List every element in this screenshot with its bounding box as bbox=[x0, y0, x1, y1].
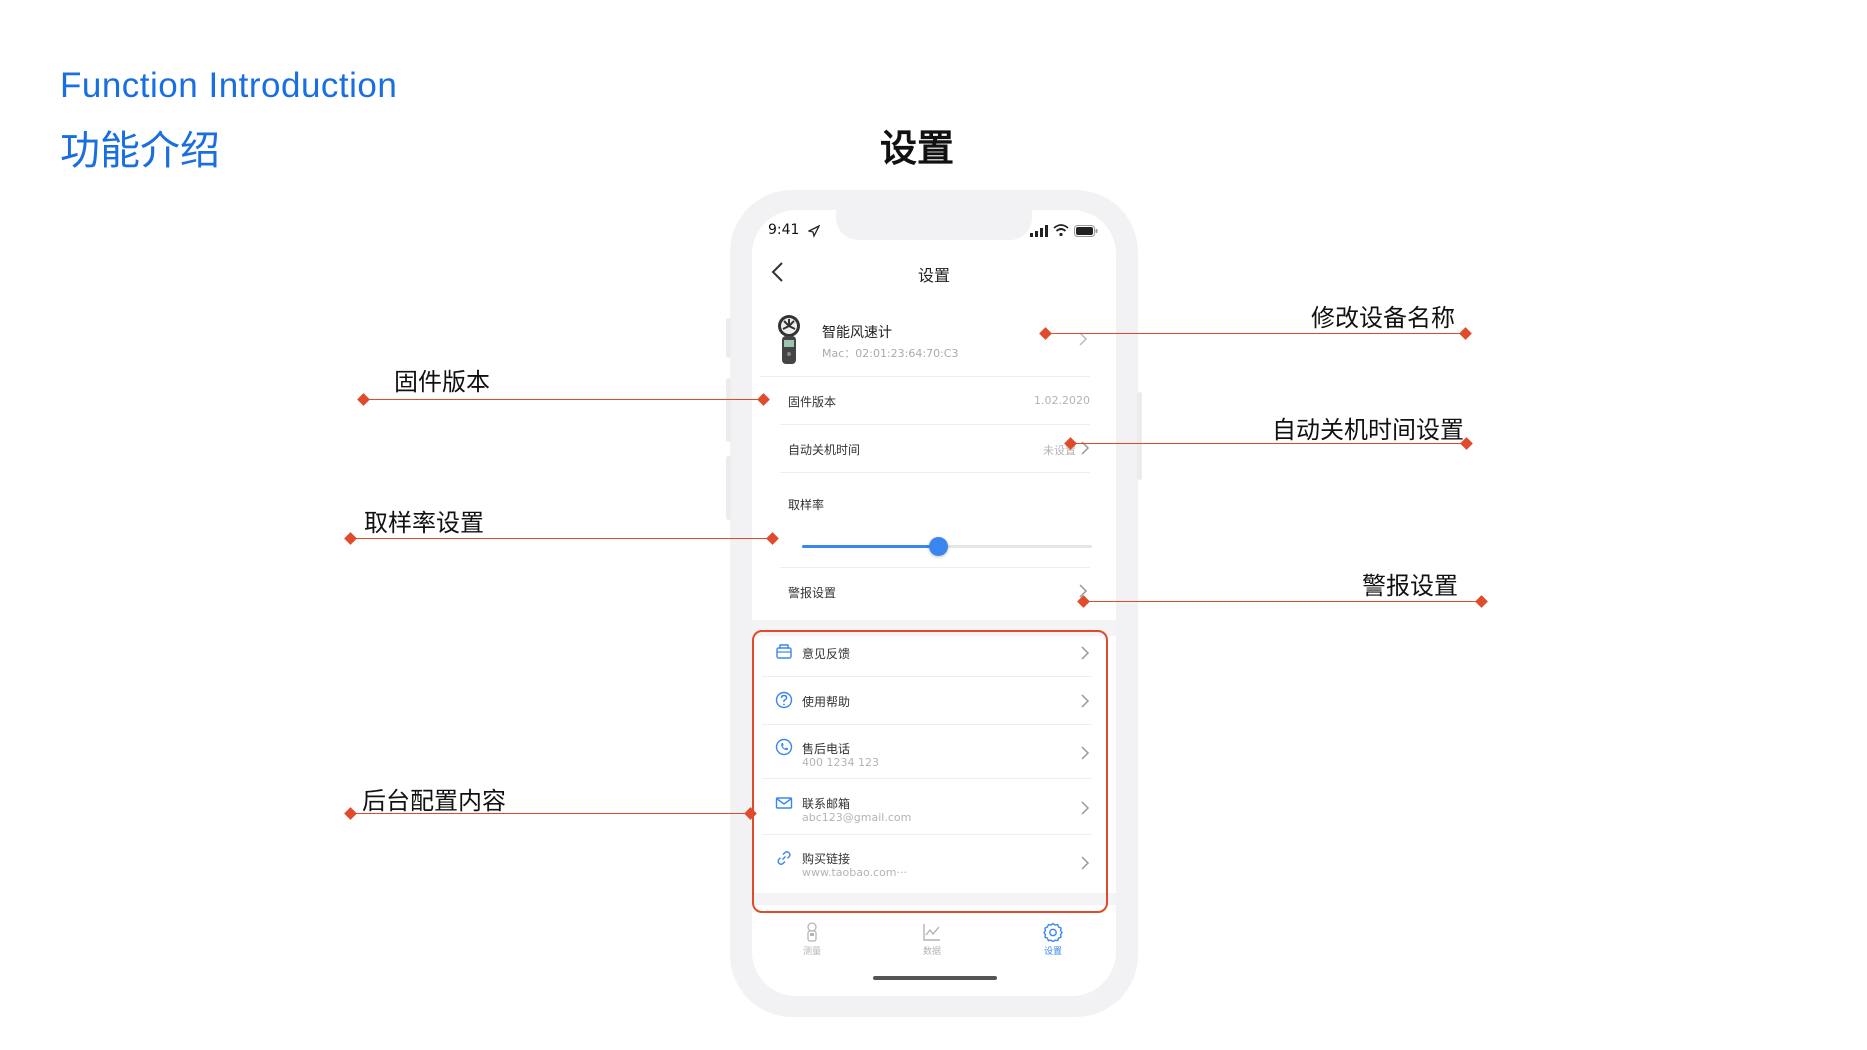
divider bbox=[780, 472, 1090, 473]
divider bbox=[780, 567, 1090, 568]
list-item-sublabel: www.taobao.com··· bbox=[802, 866, 907, 879]
sampling-slider-fill bbox=[802, 545, 938, 548]
status-time: 9:41 bbox=[768, 222, 800, 238]
list-item-sublabel: 400 1234 123 bbox=[802, 756, 879, 769]
list-item-label[interactable]: 联系邮箱 bbox=[802, 797, 851, 811]
feedback-icon bbox=[776, 644, 792, 659]
annotation-autooff: 自动关机时间设置 bbox=[1272, 416, 1464, 444]
home-indicator bbox=[873, 976, 997, 980]
annotation-dot bbox=[357, 393, 370, 406]
phone-side-button bbox=[726, 378, 731, 442]
signal-icon bbox=[1030, 225, 1048, 237]
annotation-dot bbox=[1475, 595, 1488, 608]
list-item-label[interactable]: 购买链接 bbox=[802, 852, 851, 866]
anemometer-icon bbox=[778, 315, 800, 364]
chevron-right-icon[interactable] bbox=[1080, 856, 1090, 870]
annotation-line bbox=[363, 399, 763, 400]
phone-side-button bbox=[1137, 392, 1142, 480]
annotation-dot bbox=[1459, 327, 1472, 340]
meter-icon bbox=[807, 922, 817, 942]
wifi-icon bbox=[1053, 224, 1069, 237]
section-gap bbox=[752, 620, 1116, 636]
annotation-sampling: 取样率设置 bbox=[364, 509, 484, 537]
divider bbox=[762, 676, 1092, 677]
nav-title: 设置 bbox=[917, 266, 950, 285]
location-arrow-icon bbox=[808, 224, 820, 238]
annotation-line bbox=[1083, 601, 1481, 602]
device-mac: Mac：02:01:23:64:70:C3 bbox=[822, 347, 959, 360]
back-chevron-icon[interactable] bbox=[768, 260, 790, 284]
tab-label: 设置 bbox=[1043, 947, 1062, 957]
annotation-line bbox=[350, 538, 772, 539]
phone-screen bbox=[752, 210, 1116, 996]
list-item-label[interactable]: 使用帮助 bbox=[802, 695, 851, 709]
tab-data[interactable]: 数据 bbox=[902, 922, 962, 957]
chevron-right-icon[interactable] bbox=[1080, 801, 1090, 815]
divider bbox=[760, 376, 1090, 377]
autooff-value[interactable]: 未设置 bbox=[1043, 444, 1076, 457]
annotation-alarm: 警报设置 bbox=[1362, 572, 1458, 600]
divider bbox=[762, 778, 1092, 779]
chevron-right-icon[interactable] bbox=[1078, 332, 1088, 346]
list-item-label[interactable]: 售后电话 bbox=[802, 742, 851, 756]
chevron-right-icon[interactable] bbox=[1080, 441, 1090, 455]
divider bbox=[762, 834, 1092, 835]
firmware-value: 1.02.2020 bbox=[1034, 394, 1090, 407]
tab-label: 测量 bbox=[802, 947, 821, 957]
list-item-sublabel: abc123@gmail.com bbox=[802, 811, 912, 824]
annotation-line bbox=[1045, 333, 1465, 334]
phone-notch bbox=[836, 210, 1032, 240]
annotation-firmware: 固件版本 bbox=[394, 368, 490, 396]
chevron-right-icon[interactable] bbox=[1080, 694, 1090, 708]
chevron-right-icon[interactable] bbox=[1078, 584, 1088, 598]
tab-measure[interactable]: 测量 bbox=[782, 922, 842, 957]
battery-icon bbox=[1074, 225, 1098, 237]
alarm-label: 警报设置 bbox=[788, 586, 837, 600]
annotation-backend: 后台配置内容 bbox=[362, 787, 506, 815]
sampling-label: 取样率 bbox=[788, 498, 825, 512]
gear-icon bbox=[1043, 922, 1063, 942]
annotation-line bbox=[350, 813, 750, 814]
intro-title-en: Function Introduction bbox=[60, 66, 398, 105]
annotation-line bbox=[1070, 443, 1466, 444]
mail-icon bbox=[775, 797, 793, 809]
page-title: 设置 bbox=[880, 127, 954, 170]
chevron-right-icon[interactable] bbox=[1080, 646, 1090, 660]
autooff-label: 自动关机时间 bbox=[788, 443, 861, 457]
phone-side-button bbox=[726, 456, 731, 520]
backend-config-highlight bbox=[752, 630, 1108, 913]
link-icon bbox=[777, 851, 791, 865]
annotation-dot bbox=[344, 807, 357, 820]
help-icon bbox=[775, 691, 793, 709]
section-gap bbox=[752, 893, 1116, 905]
annotation-dot bbox=[344, 532, 357, 545]
phone-icon bbox=[775, 738, 793, 756]
tab-settings[interactable]: 设置 bbox=[1023, 922, 1083, 957]
annotation-rename: 修改设备名称 bbox=[1311, 304, 1455, 332]
firmware-label: 固件版本 bbox=[788, 395, 837, 409]
sampling-slider-thumb[interactable] bbox=[928, 537, 948, 556]
chevron-right-icon[interactable] bbox=[1080, 746, 1090, 760]
intro-title-cn: 功能介绍 bbox=[60, 128, 220, 174]
chart-icon bbox=[923, 924, 940, 941]
divider bbox=[780, 424, 1090, 425]
tab-label: 数据 bbox=[922, 947, 941, 957]
divider bbox=[762, 724, 1092, 725]
list-item-label[interactable]: 意见反馈 bbox=[802, 647, 851, 661]
phone-side-button bbox=[726, 318, 731, 358]
device-name: 智能风速计 bbox=[822, 325, 892, 341]
